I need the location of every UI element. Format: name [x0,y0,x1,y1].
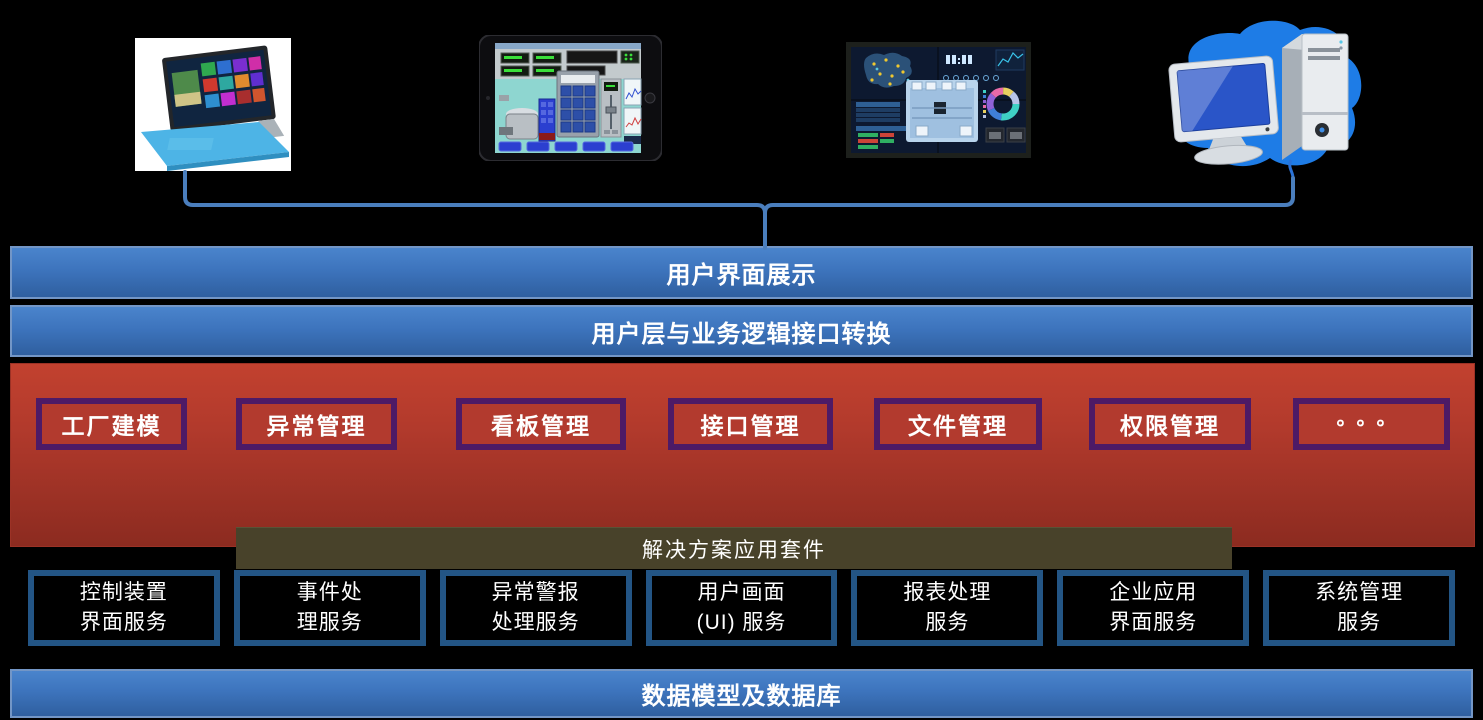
module-interface-management: 接口管理 [668,398,833,450]
bar-ui-display: 用户界面展示 [10,246,1473,299]
bar-database: 数据模型及数据库 [10,669,1473,718]
bar-solution-suite: 解决方案应用套件 [236,527,1232,569]
application-layer-block [10,363,1475,547]
service-label-line1: 事件处 [296,580,363,604]
bar-interface-conversion: 用户层与业务逻辑接口转换 [10,305,1473,357]
bar-solution-suite-label: 解决方案应用套件 [642,538,826,562]
service-label-line1: 控制装置 [79,580,168,604]
bar-database-label: 数据模型及数据库 [641,683,842,710]
service-system-management: 系统管理 服务 [1263,570,1456,646]
service-label-line2: (UI) 服务 [696,611,787,634]
service-report-processing: 报表处理 服务 [851,570,1044,646]
bar-interface-conversion-label: 用户层与业务逻辑接口转换 [591,320,892,348]
surface-tablet-icon [135,38,291,171]
module-label: 文件管理 [908,413,1008,439]
desktop-computer-icon [1168,20,1362,180]
module-label: 工厂建模 [61,413,162,439]
service-label-line2: 理服务 [296,611,363,634]
service-label-line1: 用户画面 [697,580,786,604]
services-row: 控制装置 界面服务 事件处 理服务 异常警报 处理服务 用户画面 (UI) 服务… [28,570,1456,646]
device-connector-brace [183,170,1295,250]
service-label-line2: 服务 [925,611,970,634]
service-alarm-processing: 异常警报 处理服务 [439,570,632,646]
module-kanban-management: 看板管理 [456,398,626,450]
module-label: 权限管理 [1120,413,1220,439]
service-label-line1: 异常警报 [491,580,580,604]
service-label-line2: 服务 [1337,611,1382,634]
service-label-line1: 报表处理 [903,580,992,604]
service-label-line1: 企业应用 [1109,580,1198,604]
service-label-line1: 系统管理 [1315,580,1404,604]
module-permission-management: 权限管理 [1089,398,1251,450]
service-label-line2: 处理服务 [491,611,580,634]
service-label-line2: 界面服务 [79,611,168,634]
service-event-processing: 事件处 理服务 [233,570,426,646]
module-factory-modeling: 工厂建模 [36,398,187,450]
module-ellipsis: 。。。 [1293,398,1450,450]
dashboard-videowall-icon [846,42,1031,158]
ellipsis-dots: 。。。 [1336,406,1407,429]
hmi-tablet-icon [479,35,662,161]
service-label-line2: 界面服务 [1109,611,1198,634]
module-exception-management: 异常管理 [236,398,397,450]
module-label: 异常管理 [266,413,367,439]
service-user-screen-ui: 用户画面 (UI) 服务 [645,570,838,646]
module-file-management: 文件管理 [874,398,1042,450]
module-label: 看板管理 [491,413,591,439]
service-control-device-ui: 控制装置 界面服务 [28,570,220,646]
service-enterprise-app-ui: 企业应用 界面服务 [1057,570,1250,646]
bar-ui-display-label: 用户界面展示 [666,262,817,289]
module-label: 接口管理 [700,413,801,439]
